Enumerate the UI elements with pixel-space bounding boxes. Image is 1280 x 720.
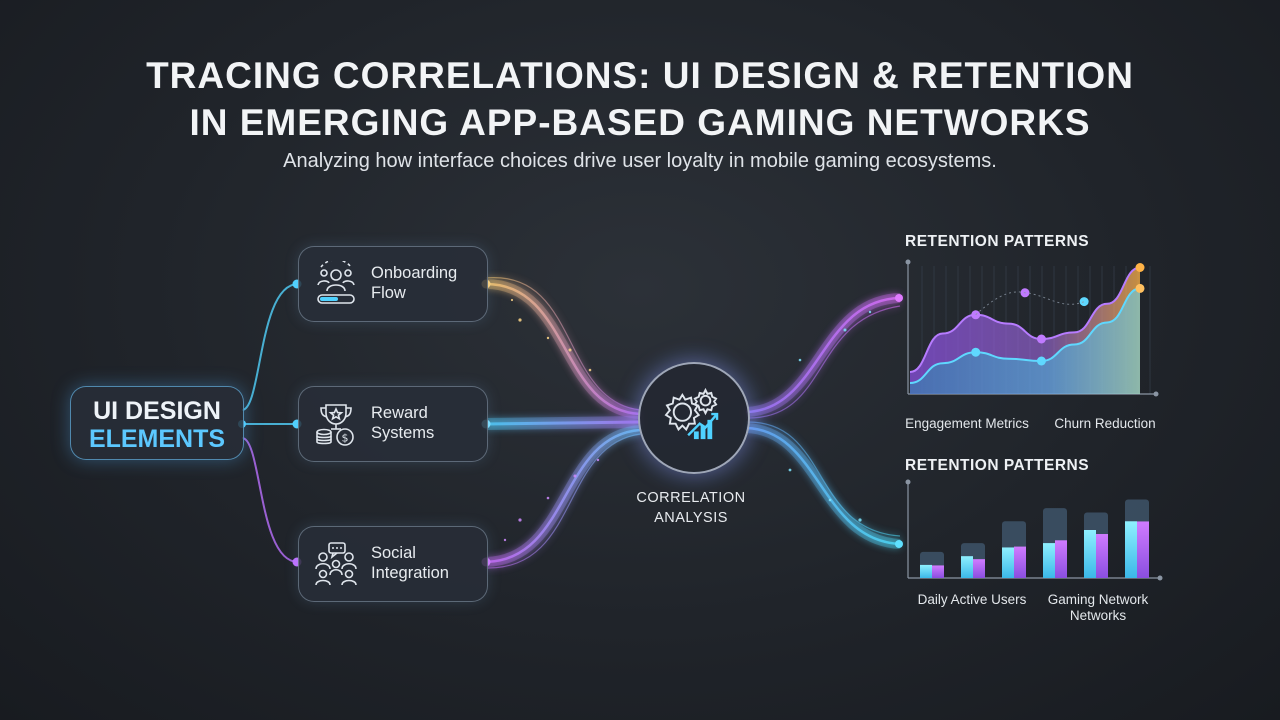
data-point: [1079, 297, 1089, 307]
x-axis-cap: [1157, 575, 1163, 581]
chart-1-category-2: Churn Reduction: [1054, 416, 1156, 431]
node-label-line-2: Systems: [371, 424, 435, 442]
bar-cyan: [920, 564, 932, 578]
bar-cyan: [1043, 543, 1055, 578]
flow-onboarding-hub: [485, 279, 641, 419]
node-label-line-1: Onboarding: [371, 264, 458, 282]
y-axis-cap: [905, 479, 911, 485]
y-axis-cap: [905, 259, 911, 265]
bar-chart: [905, 479, 1163, 581]
page-subtitle: Analyzing how interface choices drive us…: [283, 150, 997, 172]
data-point: [1135, 283, 1145, 293]
hub-label-line-2: ANALYSIS: [654, 510, 728, 526]
chart-1-title: RETENTION PATTERNS: [905, 233, 1090, 250]
data-point: [971, 347, 981, 357]
bar-purple: [1014, 546, 1026, 578]
social-network-icon: [315, 542, 357, 586]
bar-cyan: [961, 556, 973, 578]
area-series-2: [910, 288, 1140, 394]
bar-purple: [1096, 534, 1108, 578]
bar-purple: [1055, 540, 1067, 578]
connector-root-social: [241, 437, 299, 563]
hub-label: CORRELATION ANALYSIS: [600, 488, 782, 528]
trophy-coins-icon: $: [316, 404, 354, 446]
trend-dotted-line: [975, 291, 1085, 316]
node-onboarding-flow: Onboarding Flow: [298, 246, 488, 322]
node-social-integration: Social Integration: [298, 526, 488, 602]
chart-1-category-1: Engagement Metrics: [905, 416, 1029, 431]
bar-cyan: [1125, 521, 1137, 578]
x-axis-cap: [1153, 391, 1159, 397]
ui-design-elements-box: UI DESIGN ELEMENTS: [70, 386, 244, 460]
title-line-2: IN EMERGING APP-BASED GAMING NETWORKS: [189, 102, 1091, 143]
gears-growth-chart-icon: [664, 387, 719, 440]
root-label-line-1: UI DESIGN: [93, 397, 221, 425]
page-title: TRACING CORRELATIONS: UI DESIGN & RETENT…: [0, 52, 1280, 146]
data-point: [1135, 263, 1145, 272]
bar-purple: [1137, 521, 1149, 578]
node-label: Onboarding Flow: [371, 263, 481, 303]
chart-2-category-1: Daily Active Users: [917, 592, 1027, 607]
node-reward-systems: $ Reward Systems: [298, 386, 488, 462]
correlation-analysis-hub: [638, 362, 750, 474]
root-label-line-2: ELEMENTS: [88, 425, 226, 453]
chart-2-title: RETENTION PATTERNS: [905, 457, 1090, 474]
line-series-2: [909, 287, 1141, 384]
chart-2-category-2: Gaming Network Networks: [1047, 592, 1149, 623]
svg-text:$: $: [342, 432, 349, 445]
node-label-line-1: Reward: [371, 404, 428, 422]
bar-cyan: [1002, 547, 1014, 578]
bar-purple: [932, 565, 944, 578]
line-series-1: [909, 266, 1141, 373]
bar-purple: [973, 559, 985, 578]
hub-label-line-1: CORRELATION: [636, 490, 746, 506]
flow-hub-top-chart: [745, 293, 901, 417]
bar-cyan: [1084, 530, 1096, 578]
node-label-line-2: Integration: [371, 564, 449, 582]
connector-root-onboarding: [241, 283, 299, 411]
data-point: [1036, 356, 1046, 366]
area-chart: [905, 259, 1159, 397]
node-label: Reward Systems: [371, 403, 481, 443]
node-label-line-1: Social: [371, 544, 416, 562]
title-line-1: TRACING CORRELATIONS: UI DESIGN & RETENT…: [146, 55, 1134, 96]
onboarding-users-icon: [317, 261, 355, 304]
node-label-line-2: Flow: [371, 284, 406, 302]
data-point: [1036, 334, 1046, 344]
node-label: Social Integration: [371, 543, 481, 583]
